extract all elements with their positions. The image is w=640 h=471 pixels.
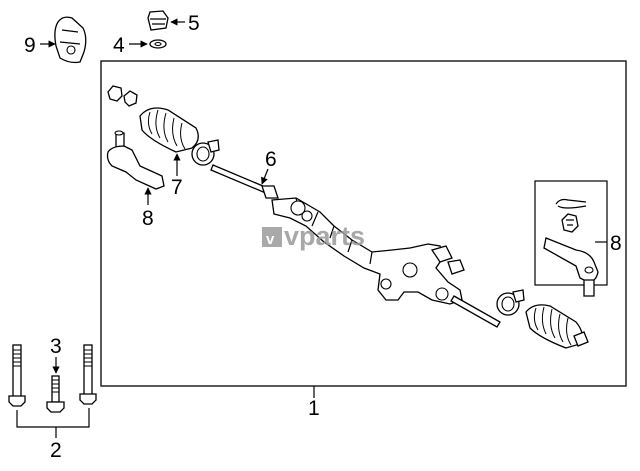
washer-part[interactable] xyxy=(149,39,167,49)
callout-9: 9 xyxy=(24,34,36,57)
callout-1: 1 xyxy=(308,397,320,420)
letter-v-box-icon xyxy=(262,227,282,247)
castle-nut-part[interactable] xyxy=(561,213,579,233)
callout-6: 6 xyxy=(265,148,277,171)
callout-4: 4 xyxy=(113,34,125,57)
callout-2-bracket xyxy=(16,408,90,428)
callout-2: 2 xyxy=(50,439,62,462)
kit-box xyxy=(534,180,608,286)
callout-7: 7 xyxy=(171,176,183,199)
callout-3: 3 xyxy=(50,335,62,358)
tie-rod-nut-part[interactable] xyxy=(107,85,138,107)
inner-tie-rod-part[interactable] xyxy=(210,164,279,199)
mounting-bracket-part[interactable] xyxy=(54,16,87,64)
nut-part[interactable] xyxy=(147,10,169,31)
tie-rod-end-right-part[interactable] xyxy=(543,237,599,297)
svg-text:v: v xyxy=(266,231,275,248)
watermark-text: vparts xyxy=(284,221,365,251)
bolt-long-right-part[interactable] xyxy=(79,344,97,405)
boot-left-part[interactable] xyxy=(139,107,199,153)
bolt-long-left-part[interactable] xyxy=(8,344,26,407)
callout-6-arrow xyxy=(261,168,269,185)
bolt-short-part[interactable] xyxy=(46,375,65,413)
cotter-pin-part[interactable] xyxy=(555,198,587,209)
clamp-right-part[interactable] xyxy=(496,289,525,316)
assembly-frame xyxy=(100,60,627,387)
boot-right-part[interactable] xyxy=(525,304,589,349)
callout-5: 5 xyxy=(188,12,200,35)
tie-rod-end-left-part[interactable] xyxy=(106,130,165,190)
watermark: v vparts xyxy=(262,221,365,251)
callout-8-left: 8 xyxy=(142,207,154,230)
rack-shaft-part[interactable] xyxy=(450,295,501,328)
steering-gear-housing-part[interactable] xyxy=(271,197,465,305)
clamp-left-part[interactable] xyxy=(191,139,220,166)
callout-8-right: 8 xyxy=(610,232,622,255)
